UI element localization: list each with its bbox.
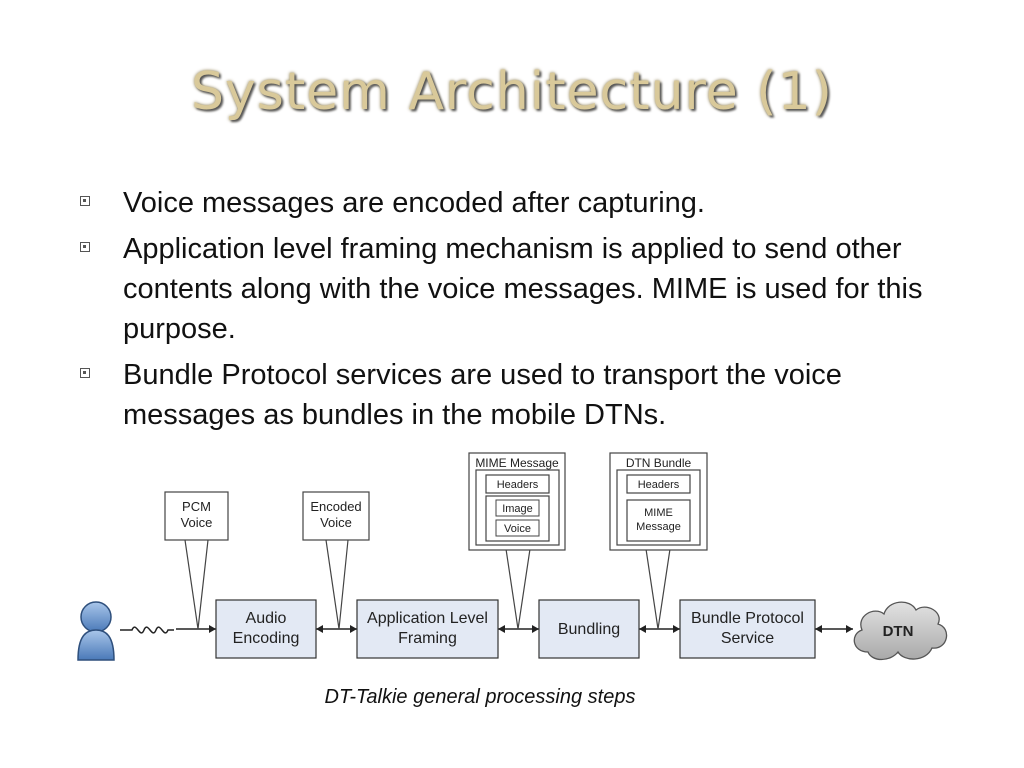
bullet-item: Voice messages are encoded after capturi… xyxy=(80,183,970,223)
mime-image-label: Image xyxy=(502,503,533,515)
square-bullet-icon xyxy=(80,368,90,378)
application-framing-block xyxy=(356,599,499,659)
sound-wave-icon xyxy=(120,626,174,634)
diagram-caption: DT-Talkie general processing steps xyxy=(324,686,636,708)
bullet-list: Voice messages are encoded after capturi… xyxy=(80,183,970,441)
square-bullet-icon xyxy=(80,242,90,252)
dtn-cloud-icon: DTN xyxy=(853,601,948,661)
bullet-text: Application level framing mechanism is a… xyxy=(123,233,923,345)
mime-message-title: MIME Message xyxy=(475,456,559,470)
mime-message-callout: MIME Message Headers Image Voice xyxy=(468,452,566,551)
square-bullet-icon xyxy=(80,196,90,206)
arrowhead-icons xyxy=(209,625,853,633)
bullet-item: Application level framing mechanism is a… xyxy=(80,229,970,349)
slide-title: System Architecture (1) xyxy=(191,62,833,122)
dtn-bundle-title: DTN Bundle xyxy=(626,456,692,470)
bundle-headers-label: Headers xyxy=(638,479,680,491)
dtn-cloud-label: DTN xyxy=(883,623,914,640)
bullet-item: Bundle Protocol services are used to tra… xyxy=(80,355,970,435)
audio-encoding-block xyxy=(215,599,317,659)
user-icon xyxy=(77,601,115,661)
bullet-text: Bundle Protocol services are used to tra… xyxy=(123,359,842,431)
bundling-block xyxy=(538,599,640,659)
bundle-protocol-service-block xyxy=(679,599,816,659)
callout-pointers xyxy=(184,539,671,630)
mime-headers-label: Headers xyxy=(497,479,539,491)
bullet-text: Voice messages are encoded after capturi… xyxy=(123,187,705,219)
bundling-label: Bundling xyxy=(558,621,620,638)
mime-voice-label: Voice xyxy=(504,523,531,535)
